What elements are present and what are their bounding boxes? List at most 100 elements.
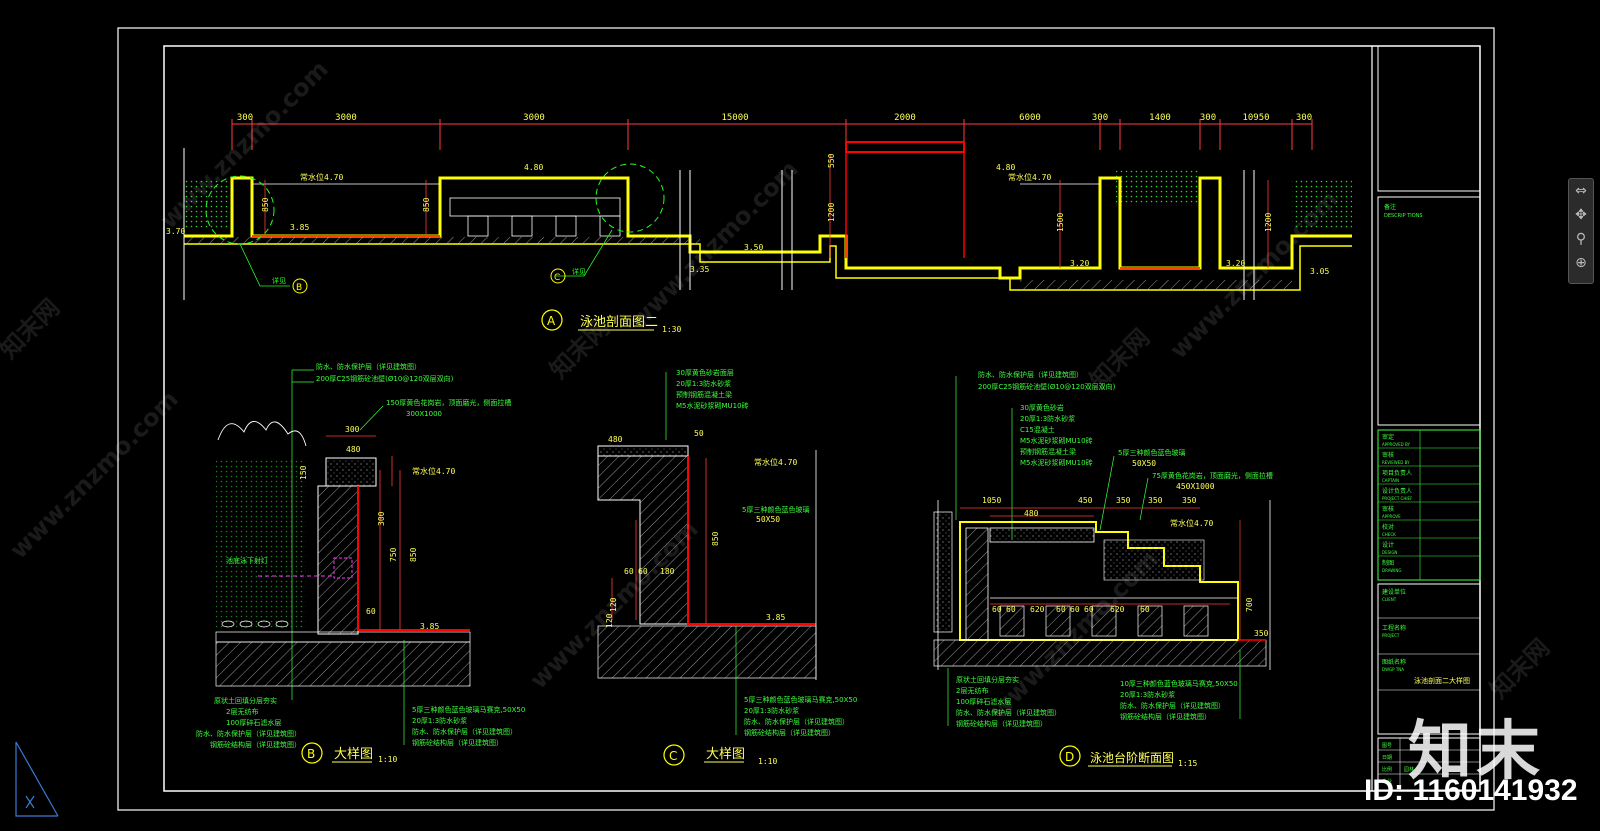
d-dim-15: 350 <box>1254 629 1269 638</box>
height-a-4: 1500 <box>1056 213 1065 232</box>
d-stone-size: 450X1000 <box>1176 482 1215 491</box>
c-dim-2: 850 <box>711 531 720 546</box>
tb-foot-2: 比例 <box>1382 766 1392 773</box>
wm-tile-10: 知末网 <box>1484 634 1555 705</box>
dim-a-7: 1400 <box>1149 113 1171 123</box>
c-note-b-1: 20厚1:3防水砂浆 <box>744 706 799 715</box>
detail-b-scale: 1:10 <box>378 755 397 764</box>
detail-b-marker: B <box>307 747 315 761</box>
d-note-top-4: C15混凝土 <box>1020 425 1055 434</box>
callout-label-c: 详见 <box>572 267 586 276</box>
tb-project-en: PROJECT <box>1382 633 1400 638</box>
d-dim-3: 350 <box>1148 496 1163 505</box>
b-level: 常水位4.70 <box>412 466 455 476</box>
c-dim-0: 480 <box>608 435 623 444</box>
tb-row-7-en: DRAWING <box>1382 568 1401 573</box>
tb-client-en: CLIENT <box>1382 597 1397 602</box>
level-a-6: 3.50 <box>744 243 763 252</box>
d-note-top-1: 200厚C25钢筋砼池壁(Ø10@120双层双向) <box>978 382 1116 391</box>
tb-row-1-en: REVIEWED BY <box>1382 460 1410 465</box>
d-note-top-7: M5水泥砂浆砌MU10砖 <box>1020 458 1093 467</box>
b-dim-7: 3.85 <box>420 622 439 631</box>
tb-foot-0: 图号 <box>1382 743 1392 749</box>
level-a-1: 常水位4.70 <box>1008 172 1051 182</box>
zoom-extents-icon[interactable]: ⊕ <box>1575 255 1587 271</box>
d-dim-2: 350 <box>1116 496 1131 505</box>
d-note-bl-3: 防水、防水保护层（详见建筑图） <box>956 708 1061 717</box>
c-dim-8: 3.85 <box>766 613 785 622</box>
d-note-top-0: 防水、防水保护层（详见建筑图） <box>978 370 1083 379</box>
tb-row-2: 项目负责人 <box>1382 469 1412 477</box>
callout-c: C <box>554 273 560 283</box>
d-dim-6: 60 <box>992 605 1002 614</box>
tb-row-3: 设计负责人 <box>1382 487 1412 495</box>
c-note-top-0: 30厚黄色砂岩面层 <box>676 368 734 377</box>
b-note-bl-2: 100厚碎石滤水层 <box>226 718 281 727</box>
level-a-4: 3.85 <box>290 223 309 232</box>
c-note-top-1: 20厚1:3防水砂浆 <box>676 379 731 388</box>
d-note-br-1: 20厚1:3防水砂浆 <box>1120 690 1175 699</box>
tb-row-5-en: CHECK <box>1382 532 1396 537</box>
level-a-9: 3.20 <box>1226 259 1245 268</box>
dim-a-5: 6000 <box>1019 113 1041 123</box>
height-a-3: 550 <box>827 153 836 168</box>
c-mosaic-size: 50X50 <box>756 515 780 524</box>
tb-row-0-en: APPROVED BY <box>1382 442 1411 447</box>
wm-tile-4: www.znzmo.com <box>4 385 183 564</box>
d-note-br-2: 防水、防水保护层（详见建筑图） <box>1120 701 1225 710</box>
tb-dwg-label: 图纸名称 <box>1382 658 1406 666</box>
b-note-bl-3: 防水、防水保护层（详见建筑图） <box>196 729 301 738</box>
c-note-b-2: 防水、防水保护层（详见建筑图） <box>744 717 849 726</box>
c-note-top-3: M5水泥砂浆砌MU10砖 <box>676 401 749 410</box>
d-dim-14: 700 <box>1245 597 1254 612</box>
pan-icon[interactable]: ⇔ <box>1575 183 1587 199</box>
detail-c-title: 大样图 <box>706 747 745 762</box>
dim-a-2: 3000 <box>523 113 545 123</box>
c-dim-6: 120 <box>609 597 618 612</box>
d-note-bl-0: 原状土回填分层夯实 <box>956 675 1019 684</box>
d-note-top-6: 预制钢筋混凝土梁 <box>1020 447 1076 456</box>
detail-c-marker: C <box>669 749 677 763</box>
d-dim-11: 60 <box>1084 605 1094 614</box>
tb-row-5: 校对 <box>1382 523 1394 531</box>
zoom-icon[interactable]: ⚲ <box>1575 231 1587 247</box>
c-dim-3: 60 <box>624 567 634 576</box>
level-a-8: 3.20 <box>1070 259 1089 268</box>
c-level: 常水位4.70 <box>754 457 797 467</box>
d-note-bl-4: 钢筋砼结构层（详见建筑图） <box>956 719 1047 728</box>
wm-tile-7: 知末网 <box>0 294 65 365</box>
callout-b: B <box>296 283 302 293</box>
d-dim-0: 1050 <box>982 496 1001 505</box>
b-side-note: 池底泳下射灯 <box>226 556 268 565</box>
d-mosaic-note: 5厚三种颜色蓝色玻璃 <box>1118 448 1185 457</box>
d-dim-4: 480 <box>1024 509 1039 518</box>
tb-foot-value: 园林 <box>1404 766 1414 773</box>
tb-row-1: 审核 <box>1382 451 1394 459</box>
b-dim-2: 150 <box>299 465 308 480</box>
level-a-0: 常水位4.70 <box>300 172 343 182</box>
d-note-top-5: M5水泥砂浆砌MU10砖 <box>1020 436 1093 445</box>
d-dim-13: 60 <box>1140 605 1150 614</box>
section-a: 300 3000 3000 15000 2000 6000 300 1400 3… <box>166 113 1352 334</box>
d-dim-12: 620 <box>1110 605 1125 614</box>
d-note-br-0: 10厚三种颜色蓝色玻璃马赛克,50X50 <box>1120 679 1238 688</box>
tb-dwg-name: 泳池剖面二大样图 <box>1414 676 1470 685</box>
d-dim-1: 450 <box>1078 496 1093 505</box>
detail-c-scale: 1:10 <box>758 757 777 766</box>
d-dim-5: 350 <box>1182 496 1197 505</box>
detail-d: 防水、防水保护层（详见建筑图） 200厚C25钢筋砼池壁(Ø10@120双层双向… <box>933 370 1273 768</box>
tb-row-2-en: CAPTAIN <box>1382 478 1399 483</box>
b-note-top-1: 200厚C25钢筋砼池壁(Ø10@120双层双向) <box>316 374 454 383</box>
c-dim-7: 120 <box>605 613 614 628</box>
level-a-5: 3.70 <box>166 227 185 236</box>
b-note-br-2: 防水、防水保护层（详见建筑图） <box>412 727 517 736</box>
c-dim-1: 50 <box>694 429 704 438</box>
notes-header-en: DESCRIP TIONS <box>1384 213 1423 219</box>
b-note-bl-1: 2层无纺布 <box>226 707 258 716</box>
move-icon[interactable]: ✥ <box>1575 207 1587 223</box>
b-note-top-3: 300X1000 <box>406 410 442 418</box>
tb-row-4: 审核 <box>1382 505 1394 513</box>
title-block: 备注 DESCRIP TIONS 审定 APPROVED BY 审核 REVIE… <box>1371 45 1481 791</box>
height-a-1: 850 <box>422 197 431 212</box>
